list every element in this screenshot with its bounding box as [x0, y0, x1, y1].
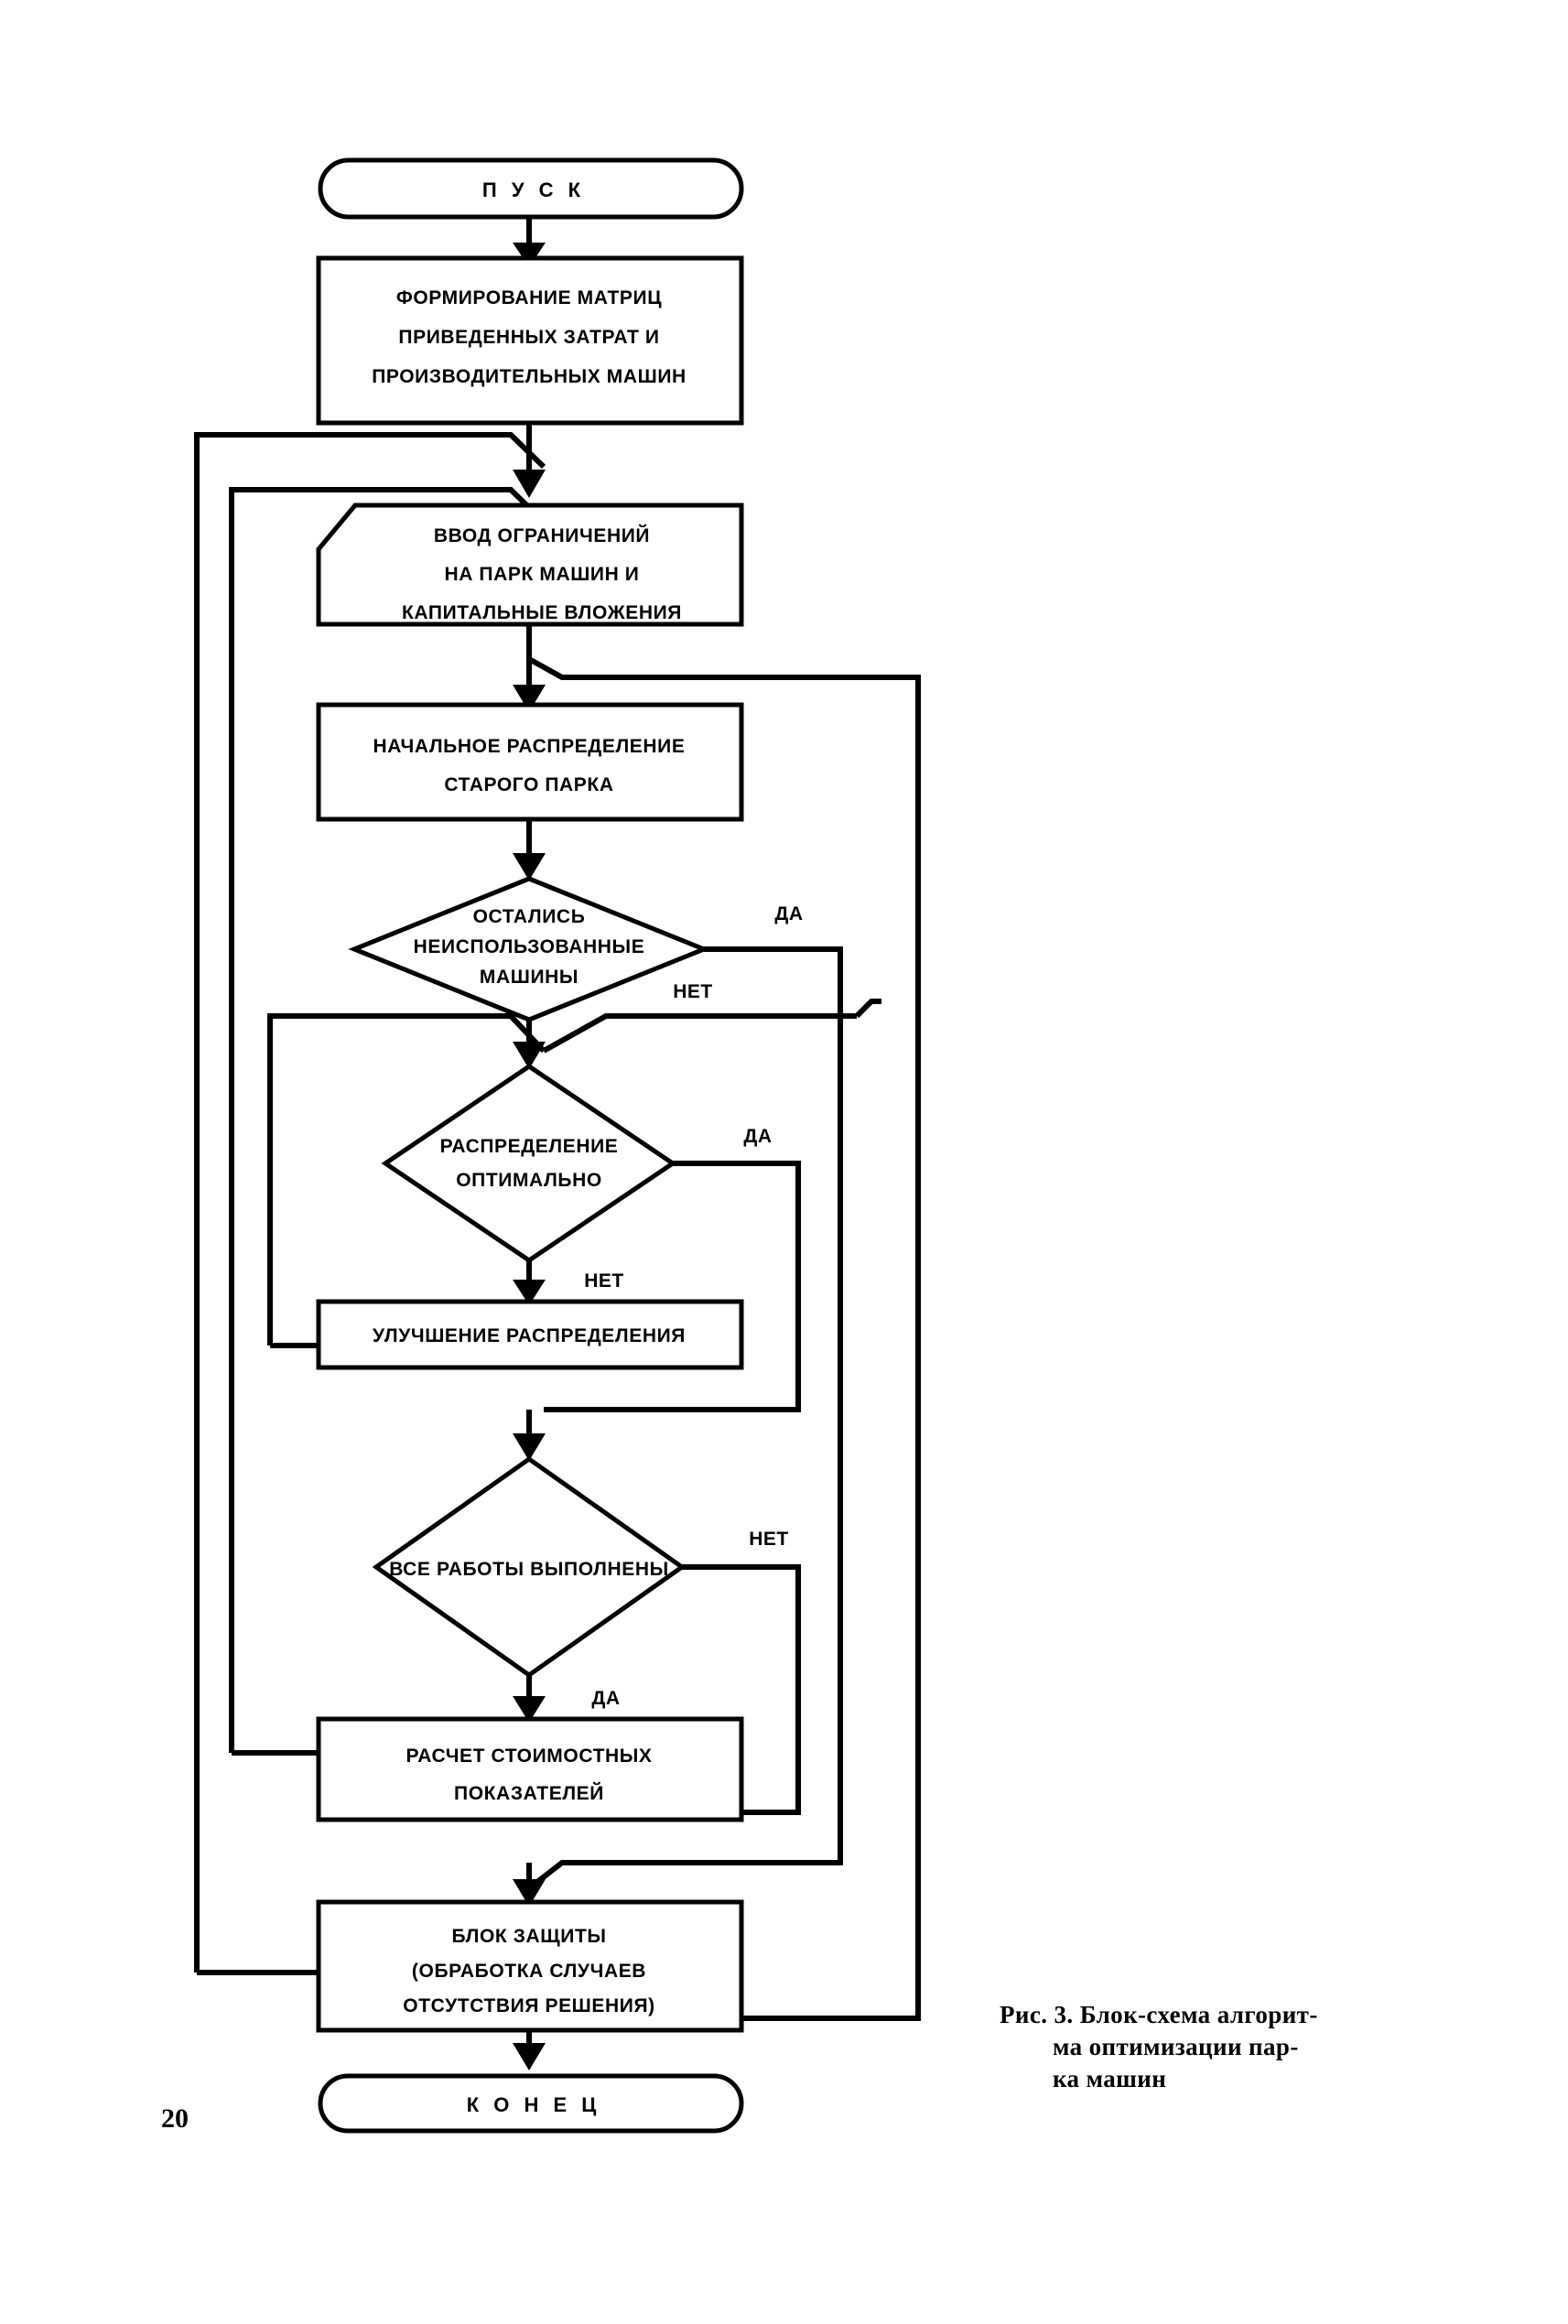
protect-line-1: БЛОК ЗАЩИТЫ	[451, 1926, 606, 1947]
input-line-1: ВВОД ОГРАНИЧЕНИЙ	[434, 524, 650, 546]
page-number: 20	[161, 2103, 189, 2134]
matrix-line-3: ПРОИЗВОДИТЕЛЬНЫХ МАШИН	[372, 366, 687, 387]
matrix-line-2: ПРИВЕДЕННЫХ ЗАТРАТ И	[398, 327, 659, 348]
wire-input-to-end	[527, 656, 921, 2021]
wire-unused-yes-to-protect	[527, 946, 843, 1891]
wire-unused-no-hop	[854, 999, 881, 1019]
optimal-no-label: НЕТ	[584, 1270, 624, 1292]
arrowhead-optimal	[513, 1042, 546, 1069]
cost-line-2: ПОКАЗАТЕЛЕЙ	[454, 1782, 604, 1804]
end-label: К О Н Е Ц	[467, 2093, 601, 2116]
allworks-yes-label: ДА	[591, 1688, 620, 1709]
arrowhead-initial	[513, 685, 546, 712]
arrowhead-cost	[513, 1696, 546, 1723]
matrix-line-1: ФОРМИРОВАНИЕ МАТРИЦ	[396, 287, 662, 308]
optimal-yes-label: ДА	[743, 1126, 772, 1147]
optimal-line-1: РАСПРЕДЕЛЕНИЕ	[440, 1136, 619, 1157]
caption-line-2: ма оптимизации пар-	[1053, 2033, 1299, 2061]
arrowhead-matrix	[513, 243, 546, 267]
input-block	[316, 503, 744, 627]
protect-line-2: (ОБРАБОТКА СЛУЧАЕВ	[412, 1961, 646, 1982]
arrowhead-unused	[513, 853, 546, 881]
unused-line-1: ОСТАЛИСЬ	[473, 906, 586, 927]
optimal-line-2: ОПТИМАЛЬНО	[456, 1170, 602, 1191]
allworks-line-1: ВСЕ РАБОТЫ ВЫПОЛНЕНЫ	[389, 1559, 669, 1580]
cost-block	[316, 1716, 744, 1822]
improve-block	[316, 1299, 744, 1370]
arrowhead-end	[513, 2043, 546, 2070]
protect-line-3: ОТСУТСТВИЯ РЕШЕНИЯ)	[403, 1995, 654, 2016]
wire-unused-no-to-optimal	[542, 1013, 857, 1054]
initial-block	[316, 702, 744, 822]
input-line-2: НА ПАРК МАШИН И	[444, 564, 639, 585]
start-label: П У С К	[482, 178, 585, 201]
arrowhead-allworks	[513, 1433, 546, 1461]
protect-block	[316, 1899, 744, 2033]
unused-line-2: НЕИСПОЛЬЗОВАННЫЕ	[414, 936, 645, 957]
end-terminator	[318, 2073, 744, 2134]
caption-line-1: Рис. 3. Блок-схема алгорит-	[1000, 2001, 1318, 2028]
figure-caption: Рис. 3. Блок-схема алгорит- ма оптимизац…	[1000, 1999, 1366, 2095]
unused-no-label: НЕТ	[673, 981, 713, 1002]
arrowhead-improve	[513, 1280, 546, 1305]
input-line-3: КАПИТАЛЬНЫЕ ВЛОЖЕНИЯ	[402, 602, 682, 623]
wire-optimal-yes-to-allworks	[544, 1161, 801, 1412]
matrix-block	[316, 255, 744, 426]
unused-yes-label: ДА	[774, 903, 803, 924]
arrowhead-protect	[513, 1879, 546, 1907]
arrowhead-input	[513, 470, 546, 498]
optimal-decision	[381, 1063, 677, 1264]
caption-line-3: ка машин	[1053, 2065, 1167, 2093]
allworks-no-label: НЕТ	[749, 1529, 789, 1550]
cost-line-1: РАСЧЕТ СТОИМОСТНЫХ	[406, 1746, 652, 1767]
initial-line-2: СТАРОГО ПАРКА	[444, 774, 613, 795]
improve-line-1: УЛУЧШЕНИЕ РАСПРЕДЕЛЕНИЯ	[373, 1325, 686, 1346]
unused-line-3: МАШИНЫ	[480, 967, 579, 988]
initial-line-1: НАЧАЛЬНОЕ РАСПРЕДЕЛЕНИЕ	[373, 736, 686, 757]
